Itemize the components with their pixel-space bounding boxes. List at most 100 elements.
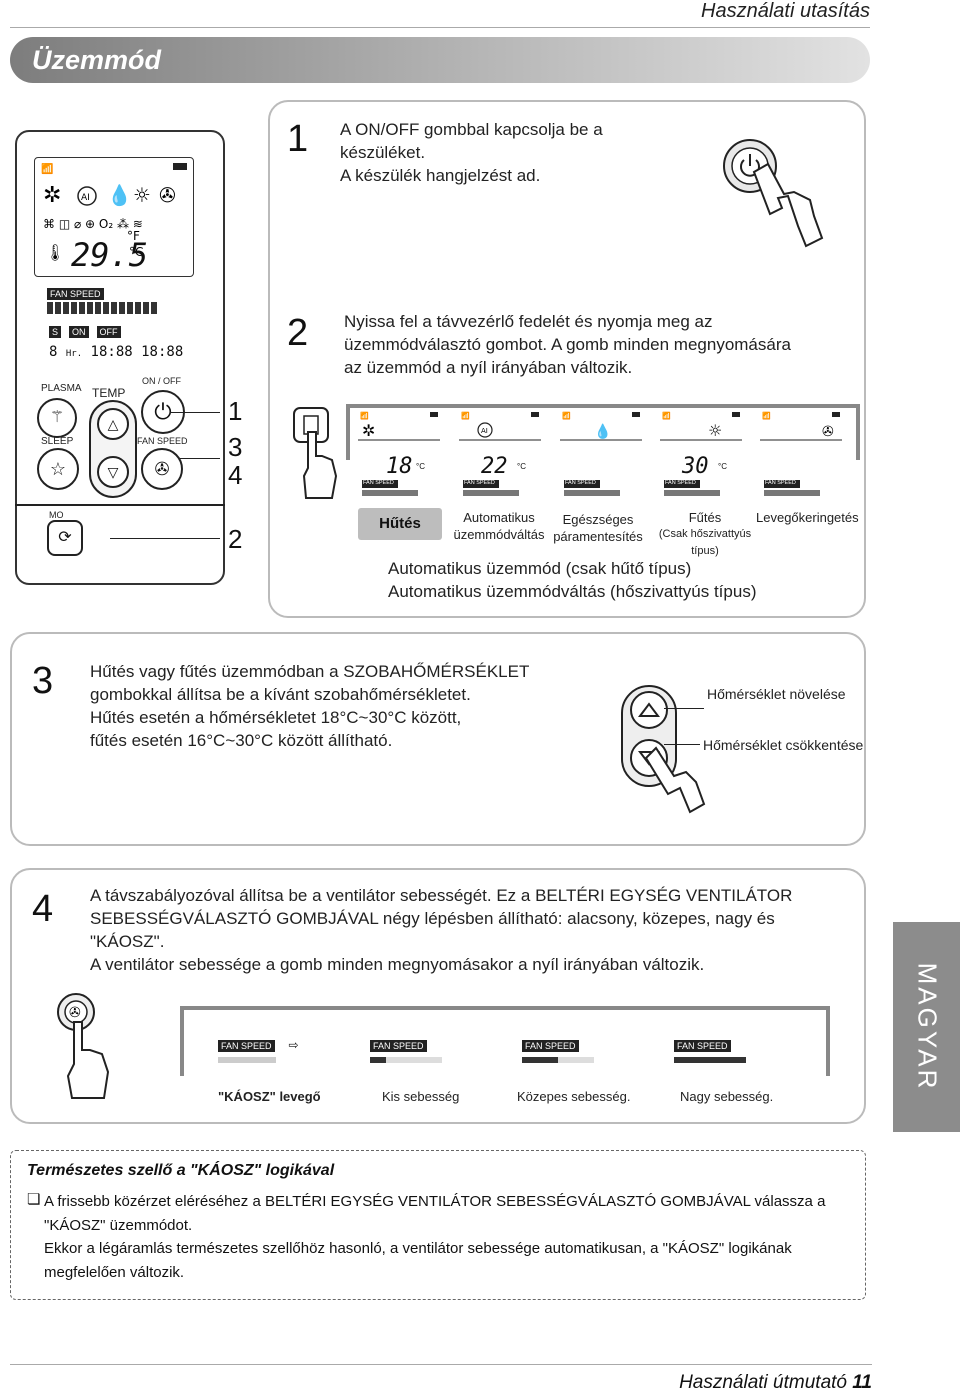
svg-text:✇: ✇ xyxy=(159,183,176,207)
speed-label-chaos: "KÁOSZ" levegő xyxy=(218,1089,321,1104)
step-2-text: Nyissa fel a távvezérlő fedelét és nyomj… xyxy=(344,312,791,377)
callout-line-1 xyxy=(170,412,220,413)
step-3-number: 3 xyxy=(32,660,54,702)
fan-speed-cycle-bracket xyxy=(180,1006,830,1076)
section-title-bar: Üzemmód xyxy=(10,37,870,83)
svg-text:✇: ✇ xyxy=(822,424,834,440)
hand-pressing-power-icon xyxy=(723,139,824,248)
cover-edge xyxy=(15,504,225,510)
sleep-label: SLEEP xyxy=(41,436,74,447)
plasma-label: PLASMA xyxy=(41,383,82,394)
mode-label-heating: Fűtés (Csak hőszivattyús típus) xyxy=(658,510,752,557)
svg-text:☼: ☼ xyxy=(133,183,151,207)
svg-text:💧: 💧 xyxy=(107,183,132,207)
step-3-text: Hűtés vagy fűtés üzemmódban a SZOBAHŐMÉR… xyxy=(90,662,530,750)
svg-text:AI: AI xyxy=(481,427,488,435)
note-title: Természetes szellő a "KÁOSZ" logikával xyxy=(27,1162,335,1179)
fan-speed-label: FAN SPEED xyxy=(137,436,188,446)
svg-text:AI: AI xyxy=(81,193,90,203)
temp-up-button[interactable]: △ xyxy=(97,408,129,440)
temp-decrease-label: Hőmérséklet csökkentése xyxy=(703,737,864,753)
temp-increase-label: Hőmérséklet növelése xyxy=(707,686,846,702)
note-bullet-icon: ❏ xyxy=(27,1191,41,1208)
step-2-number: 2 xyxy=(287,312,309,354)
on-off-label: ON / OFF xyxy=(142,376,181,386)
mode-label-fan: Levegőkeringetés xyxy=(756,510,859,525)
step-2-notes: Automatikus üzemmód (csak hűtő típus) Au… xyxy=(388,559,757,601)
language-side-tab: MAGYAR xyxy=(893,922,960,1132)
lcd-icons: 📶 ✲ AI 💧 ☼ ✇ ⌘ ◫ ⌀ ⊕ O₂ ⁂ ≋ 🌡 °F °C xyxy=(41,162,187,262)
fan-screen-low: FAN SPEED xyxy=(370,1036,464,1063)
svg-text:💧: 💧 xyxy=(594,423,611,440)
mode-screen-cooling: 📶 ✲ 18 °C FAN SPEED xyxy=(358,410,440,500)
svg-text:°F: °F xyxy=(127,229,140,243)
sleep-button[interactable]: ☆ xyxy=(37,448,79,490)
page-number: 11 xyxy=(852,1372,872,1393)
step-3-panel xyxy=(10,632,866,846)
mode-screen-fan: 📶 ✇ FAN SPEED xyxy=(760,410,842,500)
step-1-text: A ON/OFF gombbal kapcsolja be a készülék… xyxy=(340,120,603,185)
svg-text:°C: °C xyxy=(129,245,143,259)
timer-row: S ON OFF xyxy=(49,326,121,338)
mode-screen-dehumidify: 📶 💧 FAN SPEED xyxy=(560,410,642,500)
callout-4: 4 xyxy=(228,460,243,490)
step-4-number: 4 xyxy=(32,888,54,930)
increase-leader xyxy=(664,708,704,709)
speed-label-medium: Közepes sebesség. xyxy=(517,1089,631,1104)
svg-text:✇: ✇ xyxy=(69,1005,81,1021)
footer-title: Használati útmutató xyxy=(679,1372,847,1393)
svg-text:📶: 📶 xyxy=(41,162,53,175)
timer-display: 8 Hr. 18:88 18:88 xyxy=(49,344,184,360)
section-title: Üzemmód xyxy=(32,45,162,75)
mode-label: MO xyxy=(49,510,64,520)
callout-line-34 xyxy=(180,458,220,459)
svg-text:☼: ☼ xyxy=(708,421,722,440)
temp-label: TEMP xyxy=(92,386,126,400)
svg-text:⌘ ◫ ⌀ ⊕ O₂ ⁂ ≋: ⌘ ◫ ⌀ ⊕ O₂ ⁂ ≋ xyxy=(43,217,143,231)
decrease-leader xyxy=(664,744,700,745)
fan-screen-chaos: FAN SPEED⇨ xyxy=(218,1036,312,1063)
footer: Használati útmutató 11 xyxy=(679,1372,872,1394)
plasma-button[interactable]: ⚚ xyxy=(37,398,77,438)
mode-button[interactable]: ⟳ xyxy=(47,520,83,556)
callout-3: 3 xyxy=(228,432,243,462)
speed-label-high: Nagy sebesség. xyxy=(680,1089,774,1104)
mode-label-auto: Automatikus üzemmódváltás xyxy=(453,510,545,542)
mode-screen-auto: 📶 AI 22 °C FAN SPEED xyxy=(459,410,541,500)
svg-text:✲: ✲ xyxy=(43,183,61,208)
step-4-text: A távszabályozóval állítsa be a ventilát… xyxy=(90,886,793,974)
step-1-number: 1 xyxy=(287,118,309,160)
speed-label-low: Kis sebesség xyxy=(382,1089,460,1104)
svg-text:📶: 📶 xyxy=(762,411,771,420)
callout-line-2 xyxy=(110,538,220,539)
hand-pressing-mode-icon xyxy=(293,407,338,499)
temp-rocker: △ ▽ xyxy=(89,400,137,498)
temp-down-button[interactable]: ▽ xyxy=(97,456,129,488)
fan-speed-button[interactable]: ✇ xyxy=(141,448,183,490)
remote-control-illustration: 📶 ✲ AI 💧 ☼ ✇ ⌘ ◫ ⌀ ⊕ O₂ ⁂ ≋ 🌡 °F °C 29.5… xyxy=(15,130,225,585)
callout-1: 1 xyxy=(228,396,243,426)
hand-pressing-temp-icon xyxy=(621,685,706,814)
header-title: Használati utasítás xyxy=(701,0,870,22)
header-divider xyxy=(10,27,870,28)
lcd-temperature: 29.5 xyxy=(71,236,149,274)
remote-lcd: 📶 ✲ AI 💧 ☼ ✇ ⌘ ◫ ⌀ ⊕ O₂ ⁂ ≋ 🌡 °F °C 29.5 xyxy=(34,157,194,277)
callout-2: 2 xyxy=(228,524,243,554)
fan-screen-high: FAN SPEED xyxy=(674,1036,768,1063)
mode-screen-heating: 📶 ☼ 30 °C FAN SPEED xyxy=(660,410,742,500)
hand-pressing-fan-icon: ✇ xyxy=(57,993,110,1099)
mode-cycle-bracket xyxy=(346,404,860,460)
language-label: MAGYAR xyxy=(912,962,942,1092)
note-text: A frissebb közérzet eléréséhez a BELTÉRI… xyxy=(44,1193,826,1281)
svg-text:📶: 📶 xyxy=(562,411,571,420)
svg-text:📶: 📶 xyxy=(360,411,369,420)
svg-text:📶: 📶 xyxy=(461,411,470,420)
svg-text:🌡: 🌡 xyxy=(45,243,65,262)
mode-label-dehumidify: Egészséges páramentesítés xyxy=(553,512,643,544)
svg-text:✲: ✲ xyxy=(362,421,375,440)
note-panel xyxy=(10,1150,866,1300)
footer-divider xyxy=(10,1364,872,1365)
step-4-panel xyxy=(10,868,866,1124)
mode-label-cooling: Hűtés xyxy=(358,508,442,540)
fan-screen-medium: FAN SPEED xyxy=(522,1036,616,1063)
